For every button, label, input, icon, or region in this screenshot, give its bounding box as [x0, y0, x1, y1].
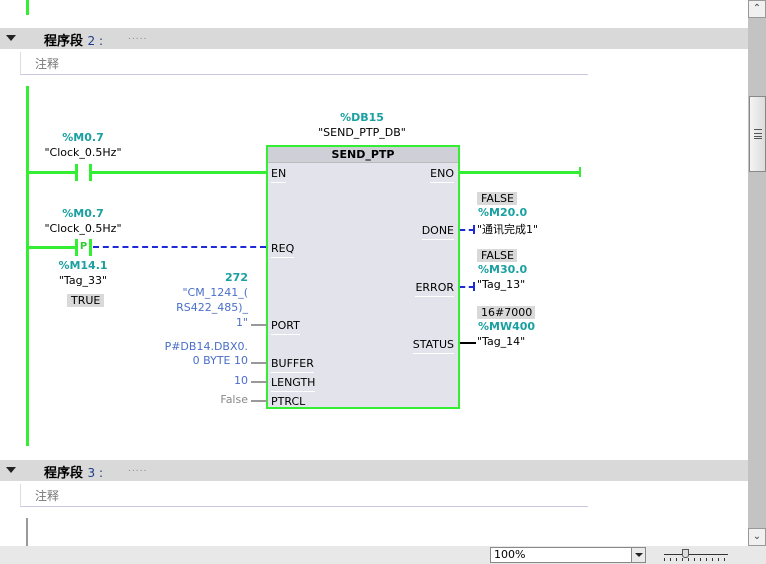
wire-en-1 — [28, 171, 75, 174]
power-rail-network-3 — [26, 518, 28, 548]
error-value: FALSE — [477, 249, 517, 262]
ptrcl-param[interactable]: False — [220, 393, 248, 406]
edge-memory-symbol[interactable]: "Tag_33" — [58, 274, 108, 287]
length-stub — [251, 381, 267, 383]
done-wire-end — [473, 225, 475, 234]
collapse-triangle-icon[interactable] — [6, 467, 16, 473]
comment-text: 注释 — [35, 57, 60, 71]
status-wire — [460, 342, 476, 344]
pin-eno: ENO — [430, 167, 454, 183]
error-address[interactable]: %M30.0 — [478, 263, 528, 276]
wire-eno — [460, 171, 580, 174]
status-address[interactable]: %MW400 — [478, 320, 536, 333]
scroll-thumb[interactable] — [749, 96, 766, 172]
buffer-param-line2[interactable]: 0 BYTE 10 — [192, 354, 248, 367]
network-2-name[interactable]: ..... — [128, 32, 148, 42]
pin-port: PORT — [271, 319, 300, 335]
block-name: SEND_PTP — [268, 147, 458, 163]
buffer-param-line1[interactable]: P#DB14.DBX0. — [164, 340, 248, 353]
pin-error: ERROR — [415, 281, 454, 297]
pin-status: STATUS — [412, 338, 455, 354]
network-3-comment[interactable]: 注释 — [20, 484, 588, 507]
zoom-select[interactable]: 100% — [490, 547, 646, 563]
pin-done: DONE — [421, 224, 455, 240]
slider-track — [664, 554, 728, 555]
comment-text: 注释 — [35, 489, 60, 503]
error-wire-end — [473, 282, 475, 291]
length-param[interactable]: 10 — [234, 374, 248, 387]
network-3-title: 程序段 3 : — [44, 466, 104, 481]
zoom-slider[interactable] — [662, 548, 732, 562]
wire-en-2 — [92, 171, 267, 174]
zoom-value: 100% — [494, 548, 526, 561]
done-address[interactable]: %M20.0 — [478, 206, 528, 219]
status-bar — [0, 546, 766, 564]
contact1-symbol[interactable]: "Clock_0.5Hz" — [44, 146, 122, 159]
pin-en: EN — [271, 167, 287, 183]
network-3-name[interactable]: ..... — [128, 464, 148, 474]
no-contact-icon[interactable] — [75, 164, 92, 181]
power-rail-left — [26, 86, 29, 446]
network-2-header[interactable]: 程序段 2 : ..... — [0, 28, 748, 49]
send-ptp-block[interactable]: SEND_PTP EN ENO REQ DONE ERROR PORT STAT… — [266, 145, 460, 411]
port-hw-id: 272 — [225, 271, 248, 284]
instance-db-address[interactable]: %DB15 — [340, 111, 384, 124]
slider-knob[interactable] — [682, 549, 689, 558]
instance-db-name[interactable]: "SEND_PTP_DB" — [318, 126, 406, 139]
buffer-stub — [251, 362, 267, 364]
p-label: P — [79, 241, 88, 252]
p-contact-icon[interactable]: P — [75, 239, 92, 256]
network-2-comment[interactable]: 注释 — [20, 52, 588, 75]
error-wire — [460, 286, 474, 288]
port-param-line1[interactable]: "CM_1241_( — [182, 286, 248, 299]
network-3-header[interactable]: 程序段 3 : ..... — [0, 460, 748, 481]
pin-req: REQ — [271, 242, 295, 258]
scroll-down-button[interactable]: ⌄ — [748, 528, 766, 546]
scroll-up-button[interactable]: ⌃ — [748, 0, 766, 18]
edge-memory-address[interactable]: %M14.1 — [58, 259, 108, 272]
edge-memory-value: TRUE — [67, 294, 105, 307]
contact1-address[interactable]: %M0.7 — [62, 131, 104, 144]
port-param-line3[interactable]: 1" — [235, 316, 248, 329]
done-symbol[interactable]: "通讯完成1" — [477, 223, 539, 236]
slider-ticks — [664, 558, 728, 561]
port-param-line2[interactable]: RS422_485)_ — [176, 301, 248, 314]
pin-ptrcl: PTRCL — [271, 395, 306, 411]
status-value: 16#7000 — [477, 306, 535, 319]
grip-icon — [754, 129, 762, 139]
dropdown-arrow-icon[interactable] — [631, 548, 645, 562]
error-symbol[interactable]: "Tag_13" — [477, 278, 526, 291]
network-2-title: 程序段 2 : — [44, 34, 104, 49]
wire-req-1 — [28, 246, 75, 249]
wire-req-2 — [93, 246, 266, 248]
status-symbol[interactable]: "Tag_14" — [477, 335, 526, 348]
power-rail-top — [26, 0, 29, 15]
vertical-scrollbar[interactable] — [748, 0, 766, 546]
done-value: FALSE — [477, 192, 517, 205]
contact2-symbol[interactable]: "Clock_0.5Hz" — [44, 222, 122, 235]
contact2-address[interactable]: %M0.7 — [62, 207, 104, 220]
ptrcl-stub — [251, 400, 267, 402]
pin-buffer: BUFFER — [271, 357, 314, 373]
pin-length: LENGTH — [271, 376, 316, 392]
done-wire — [460, 229, 474, 231]
wire-eno-end — [579, 167, 581, 177]
collapse-triangle-icon[interactable] — [6, 35, 16, 41]
port-stub — [251, 324, 267, 326]
